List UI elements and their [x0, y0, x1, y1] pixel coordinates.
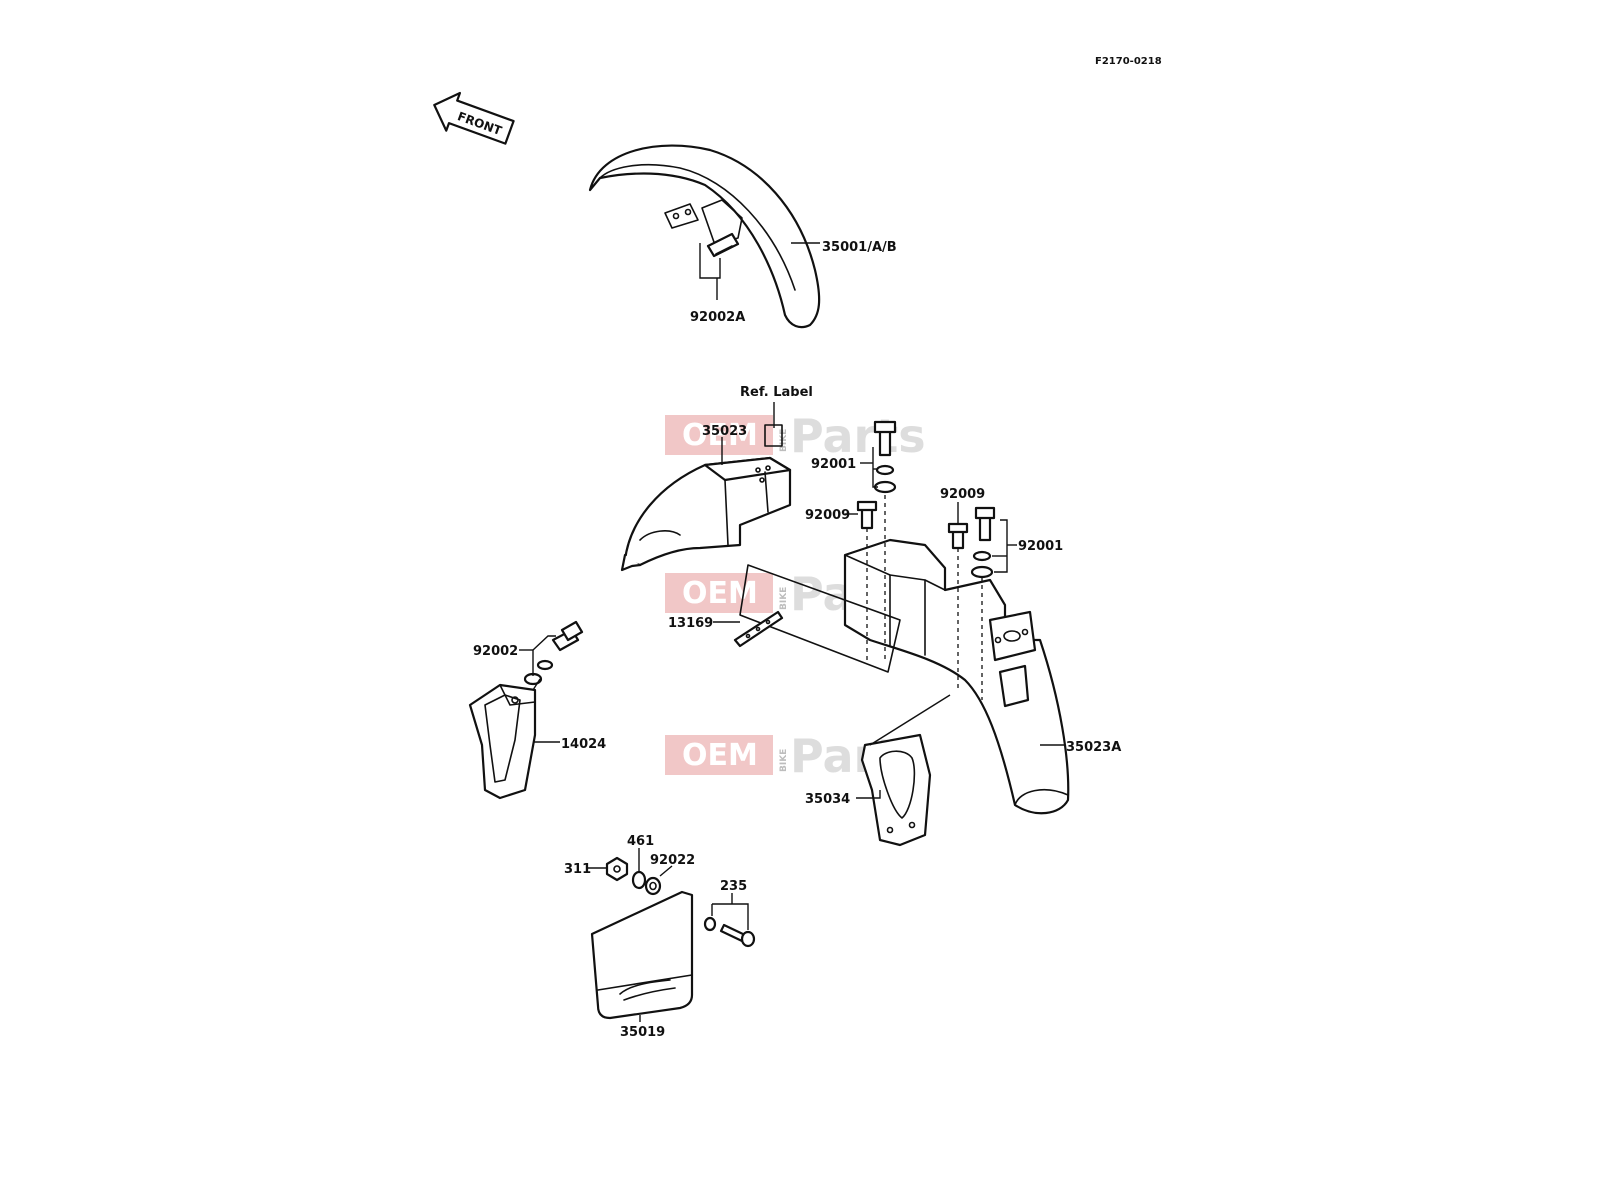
callout-35001: 35001/A/B	[822, 240, 897, 255]
front-arrow-icon: FRONT	[433, 91, 515, 145]
watermark-3-tag: BIKE	[779, 749, 789, 772]
bolt-92009-left-icon	[856, 500, 878, 530]
ref-label: Ref. Label	[740, 385, 813, 400]
nut-311-icon	[605, 856, 629, 882]
callout-35023a: 35023A	[1066, 740, 1121, 755]
bolt-92009-right-icon	[947, 522, 969, 550]
watermark-3: OEM BIKE Parts	[665, 729, 926, 783]
callout-13169: 13169	[668, 616, 713, 631]
front-fender	[588, 144, 821, 329]
figure-ref: F2170-0218	[1095, 56, 1162, 67]
watermark-3-brand: OEM	[682, 738, 758, 773]
callout-14024: 14024	[561, 737, 606, 752]
callout-92002: 92002	[473, 644, 518, 659]
callout-92002a: 92002A	[690, 310, 745, 325]
watermark-1-brand: OEM	[682, 418, 758, 453]
callout-92001-right: 92001	[1018, 539, 1063, 554]
callout-92001-top: 92001	[811, 457, 856, 472]
bracket-35034	[860, 733, 932, 847]
plate-bracket-35019	[590, 890, 694, 1020]
inner-rear-fender	[620, 456, 792, 572]
watermark-1-tag: BIKE	[779, 429, 789, 452]
bolt-92001-right-icon	[970, 506, 996, 579]
rear-fender-main	[843, 538, 1070, 815]
bracket-13169-icon	[733, 610, 784, 648]
watermark-2-brand: OEM	[682, 576, 758, 611]
bolt-92002a-icon	[699, 232, 740, 300]
bolt-92001-top-icon	[873, 420, 897, 494]
callout-92009-left: 92009	[805, 508, 850, 523]
callout-92022: 92022	[650, 853, 695, 868]
callout-235: 235	[720, 879, 747, 894]
washer-461-icon	[631, 870, 647, 890]
callout-35034: 35034	[805, 792, 850, 807]
callout-35019: 35019	[620, 1025, 665, 1040]
washer-92022-icon	[644, 876, 662, 896]
callout-311: 311	[564, 862, 591, 877]
watermark-1-suffix: Parts	[790, 409, 926, 463]
watermark-2-tag: BIKE	[779, 587, 789, 610]
guard-14024	[468, 683, 537, 800]
callout-92009-right: 92009	[940, 487, 985, 502]
watermark-1: OEM BIKE Parts	[665, 409, 926, 463]
bolt-92002-icon	[523, 620, 584, 686]
callout-461: 461	[627, 834, 654, 849]
screw-235-icon	[703, 916, 756, 948]
callout-35023: 35023	[702, 424, 747, 439]
